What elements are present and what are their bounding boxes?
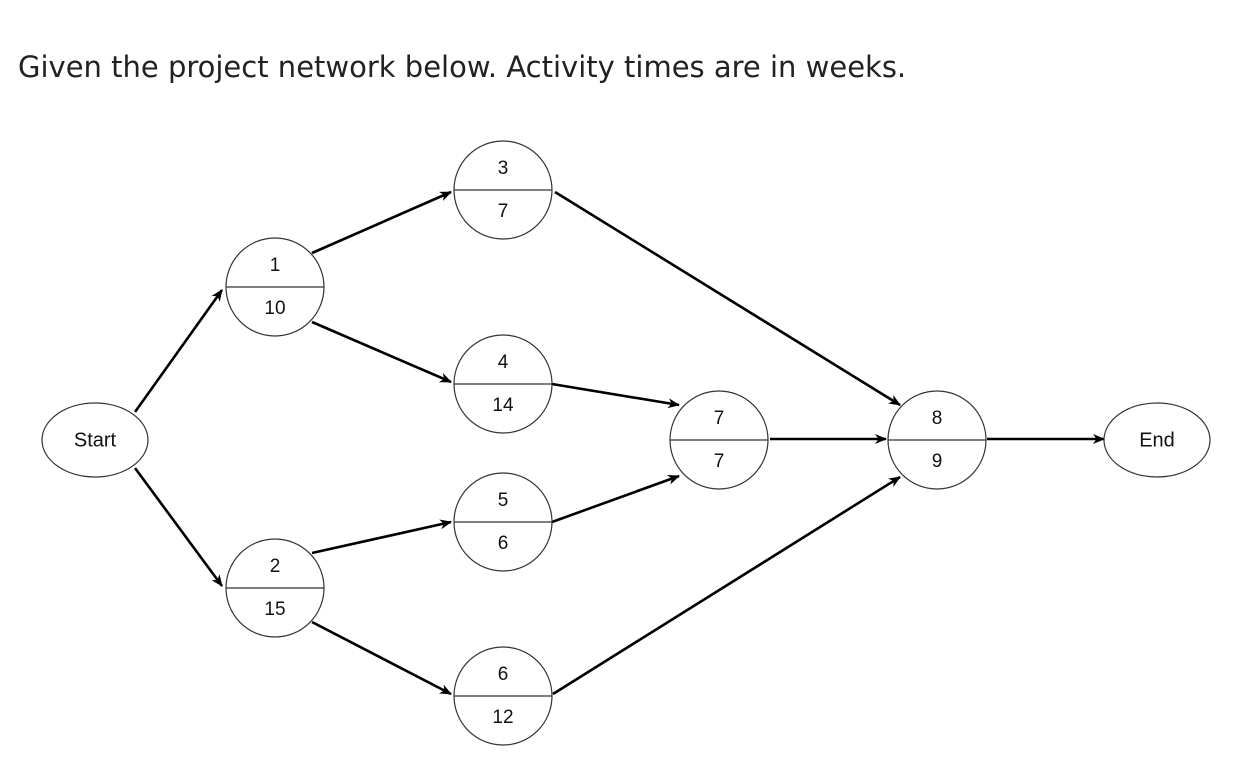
activity-time: 14 (492, 395, 514, 416)
start-node: Start (41, 402, 149, 478)
start-label: Start (74, 429, 117, 451)
activity-time: 15 (264, 599, 285, 620)
activity-id: 8 (932, 408, 943, 429)
edge-5-to-7 (551, 474, 680, 524)
activity-id: 3 (498, 158, 509, 179)
activity-node-1: 1 10 (225, 237, 325, 337)
activity-time: 12 (492, 707, 513, 728)
activity-node-2: 2 15 (225, 538, 325, 638)
activity-time: 10 (264, 298, 285, 319)
activity-time: 6 (498, 533, 509, 554)
activity-id: 5 (498, 490, 509, 511)
activity-node-8: 8 9 (887, 390, 987, 490)
activity-node-7: 7 7 (669, 390, 769, 490)
edge-1-to-3 (311, 190, 452, 255)
edge-6-to-8 (552, 475, 901, 696)
edge-2-to-6 (311, 620, 452, 696)
activity-time: 7 (714, 451, 725, 472)
edge-start-to-2 (133, 467, 224, 587)
edge-3-to-8 (554, 190, 901, 407)
activity-node-6: 6 12 (453, 646, 553, 746)
activity-node-5: 5 6 (453, 472, 553, 572)
edge-2-to-5 (311, 519, 452, 555)
edge-4-to-7 (551, 382, 680, 409)
intro-text: Given the project network below. Activit… (18, 50, 907, 84)
activity-time: 9 (932, 451, 943, 472)
end-node: End (1103, 402, 1211, 478)
end-label: End (1139, 429, 1175, 451)
activity-id: 2 (270, 556, 281, 577)
edge-1-to-4 (311, 320, 452, 384)
activity-node-3: 3 7 (453, 140, 553, 240)
edge-start-to-1 (133, 289, 224, 413)
activity-id: 6 (498, 664, 509, 685)
activity-id: 1 (270, 255, 281, 276)
activity-node-4: 4 14 (453, 334, 553, 434)
activity-time: 7 (498, 201, 509, 222)
activity-id: 4 (498, 352, 509, 373)
activity-id: 7 (714, 408, 725, 429)
